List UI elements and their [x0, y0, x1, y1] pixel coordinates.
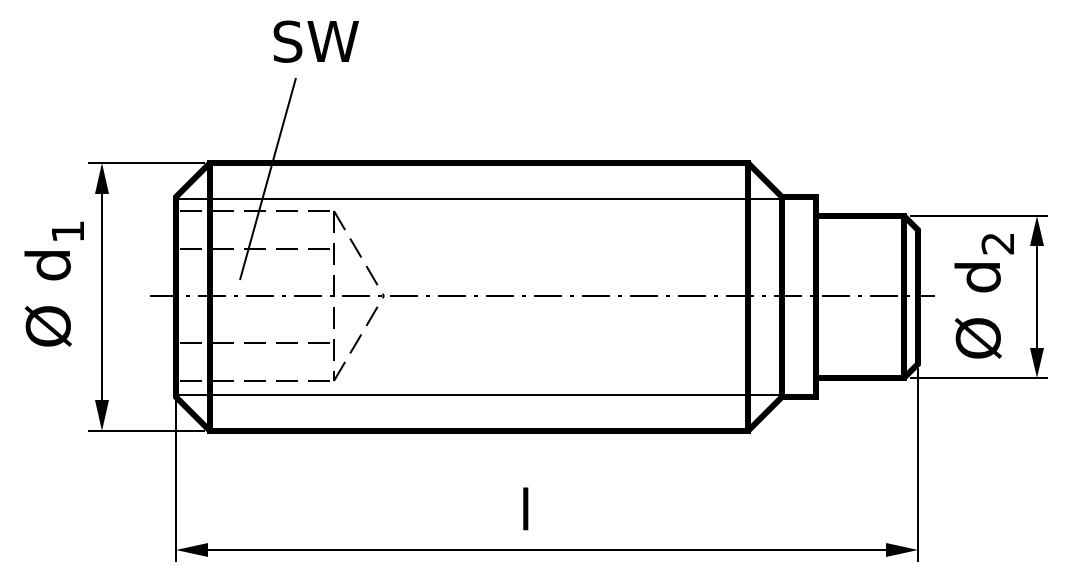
d1-dimension: Ø d1	[15, 162, 205, 432]
d2-label: Ø d2	[945, 230, 1025, 362]
d1-label: Ø d1	[15, 218, 95, 350]
sw-callout: SW	[239, 11, 361, 281]
thread-lines	[176, 198, 782, 396]
d2-dimension: Ø d2	[910, 215, 1048, 379]
sw-label: SW	[270, 11, 361, 76]
length-dimension: l	[175, 368, 919, 562]
length-label: l	[518, 479, 534, 544]
